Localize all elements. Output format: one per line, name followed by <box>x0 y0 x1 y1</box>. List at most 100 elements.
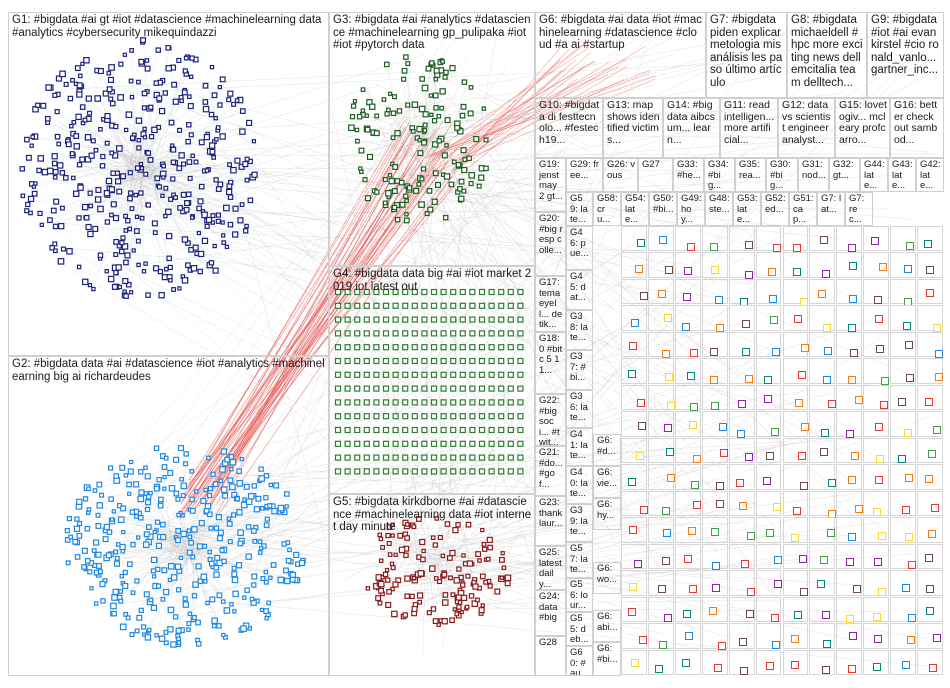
small-group-tile[interactable] <box>674 649 701 675</box>
small-group-tile[interactable] <box>701 384 728 411</box>
small-group-tile[interactable] <box>809 278 836 305</box>
small-group-tile[interactable] <box>728 252 755 280</box>
small-group-tile[interactable] <box>809 305 836 333</box>
small-group-tile[interactable] <box>863 490 890 517</box>
group-box-g33[interactable]: G33: #he... <box>673 158 704 192</box>
group-box-g30[interactable]: G30: #big... <box>766 158 798 192</box>
group-box-g6d[interactable]: G6: hy... <box>593 498 621 530</box>
group-box-g45[interactable]: G45: dat... <box>566 270 593 310</box>
group-box-g43[interactable]: G43: late... <box>888 158 916 192</box>
group-box-g20[interactable]: G20: #big resp colle... <box>535 212 566 276</box>
small-group-tile[interactable] <box>782 305 809 331</box>
small-group-tile[interactable] <box>621 411 647 437</box>
small-group-tile[interactable] <box>917 490 943 517</box>
small-group-tile[interactable] <box>674 596 701 623</box>
small-group-tile[interactable] <box>917 411 943 437</box>
small-group-tile[interactable] <box>728 226 755 252</box>
small-group-tile[interactable] <box>755 226 782 252</box>
small-group-tile[interactable] <box>836 384 863 411</box>
group-box-g54[interactable]: G54: late... <box>621 192 649 226</box>
group-box-g22[interactable]: G22: #big soci... #twit... <box>535 394 566 446</box>
small-group-tile[interactable] <box>728 305 755 331</box>
small-group-tile[interactable] <box>647 411 674 437</box>
small-group-tile[interactable] <box>836 358 863 385</box>
small-group-tile[interactable] <box>890 305 917 331</box>
small-group-tile[interactable] <box>674 543 701 570</box>
small-group-tile[interactable] <box>701 570 728 596</box>
small-group-tile[interactable] <box>890 570 917 596</box>
small-group-tile[interactable] <box>647 384 675 411</box>
group-box-g12[interactable]: G12: data vs scientist engineer analyst.… <box>778 98 835 158</box>
small-group-tile[interactable] <box>890 623 917 649</box>
small-group-tile[interactable] <box>621 490 648 517</box>
small-group-tile[interactable] <box>647 464 675 490</box>
small-group-tile[interactable] <box>621 517 647 543</box>
small-group-tile[interactable] <box>782 358 809 384</box>
small-group-tile[interactable] <box>809 649 836 675</box>
group-box-g13[interactable]: G13: map shows identified victims... <box>603 98 663 158</box>
group-box-g55[interactable]: G55: deb... <box>566 612 593 646</box>
small-group-tile[interactable] <box>782 252 809 278</box>
group-box-g60[interactable]: G60: #au... <box>566 646 593 676</box>
small-group-tile[interactable] <box>647 490 674 517</box>
group-box-g9[interactable]: G9: #bigdata #iot #ai evankirstel #cio r… <box>867 12 944 98</box>
group-box-g15[interactable]: G15: lovetogiv... mcleary profcarro... <box>835 98 890 158</box>
group-box-g16[interactable]: G16: better check out sambod... <box>890 98 944 158</box>
small-group-tile[interactable] <box>701 490 728 517</box>
group-box-g27[interactable]: G27 <box>638 158 673 192</box>
small-group-tile[interactable] <box>863 649 890 675</box>
small-group-tile[interactable] <box>890 411 917 437</box>
group-box-g19[interactable]: G19: jenst may 2 gt... <box>535 158 566 212</box>
small-group-tile[interactable] <box>917 358 944 384</box>
small-group-tile[interactable] <box>836 305 863 333</box>
group-box-g52[interactable]: G52: ed... <box>761 192 789 226</box>
group-box-g17[interactable]: G17: tema eyell... detik... <box>535 276 566 332</box>
small-group-tile[interactable] <box>836 252 863 278</box>
small-group-tile[interactable] <box>782 331 809 358</box>
small-group-tile[interactable] <box>755 490 782 517</box>
group-box-g4[interactable]: G4: #bigdata data big #ai #iot market 20… <box>329 266 535 494</box>
group-box-g2[interactable]: G2: #bigdata data #ai #datascience #iot … <box>8 356 329 676</box>
small-group-tile[interactable] <box>809 411 836 437</box>
small-group-tile[interactable] <box>647 437 675 464</box>
small-group-tile[interactable] <box>836 649 863 675</box>
small-group-tile[interactable] <box>755 358 782 384</box>
small-group-tile[interactable] <box>647 570 674 596</box>
small-group-tile[interactable] <box>890 278 917 306</box>
small-group-tile[interactable] <box>863 226 890 252</box>
small-group-tile[interactable] <box>647 252 674 278</box>
group-box-g24[interactable]: G24: data #big <box>535 590 566 636</box>
group-box-g34[interactable]: G34: #big... <box>704 158 735 192</box>
group-box-g6c[interactable]: G6: vie... <box>593 466 621 498</box>
small-group-tile[interactable] <box>782 543 809 570</box>
small-group-tile[interactable] <box>836 623 863 649</box>
small-group-tile[interactable] <box>728 490 755 517</box>
small-group-tile[interactable] <box>863 570 890 596</box>
group-box-g1[interactable]: G1: #bigdata #ai gt #iot #datascience #m… <box>8 12 329 356</box>
group-box-g50[interactable]: G50: #bi... <box>649 192 677 226</box>
small-group-tile[interactable] <box>728 596 755 623</box>
group-box-g41[interactable]: G41: late... <box>566 428 593 466</box>
small-group-tile[interactable] <box>621 623 647 649</box>
group-box-g36[interactable]: G36: late... <box>566 390 593 428</box>
small-group-tile[interactable] <box>782 623 809 649</box>
small-group-tile[interactable] <box>701 596 728 623</box>
small-group-tile[interactable] <box>755 570 782 596</box>
group-box-g46[interactable]: G46: pue... <box>566 226 593 270</box>
small-group-tile[interactable] <box>674 570 701 596</box>
group-box-g10[interactable]: G10: #bigdata di festtecnolo... #festech… <box>535 98 603 158</box>
small-group-tile[interactable] <box>647 596 674 623</box>
small-group-tile[interactable] <box>809 623 836 649</box>
group-box-g11[interactable]: G11: read intelligen... more artificial.… <box>720 98 778 158</box>
small-group-tile[interactable] <box>674 252 701 278</box>
small-group-tile[interactable] <box>755 384 782 411</box>
group-box-g7[interactable]: G7: #bigdata piden explicar metologia mi… <box>706 12 787 98</box>
small-group-tile[interactable] <box>647 278 674 305</box>
small-group-tile[interactable] <box>809 464 837 490</box>
small-group-tile[interactable] <box>890 464 917 490</box>
small-group-tile[interactable] <box>621 305 647 331</box>
small-group-tile[interactable] <box>728 384 755 411</box>
group-box-g6e[interactable]: G6: wo... <box>593 562 621 594</box>
small-group-tile[interactable] <box>863 623 890 649</box>
group-box-g14[interactable]: G14: #bigdata aibcsum... learn... <box>663 98 720 158</box>
